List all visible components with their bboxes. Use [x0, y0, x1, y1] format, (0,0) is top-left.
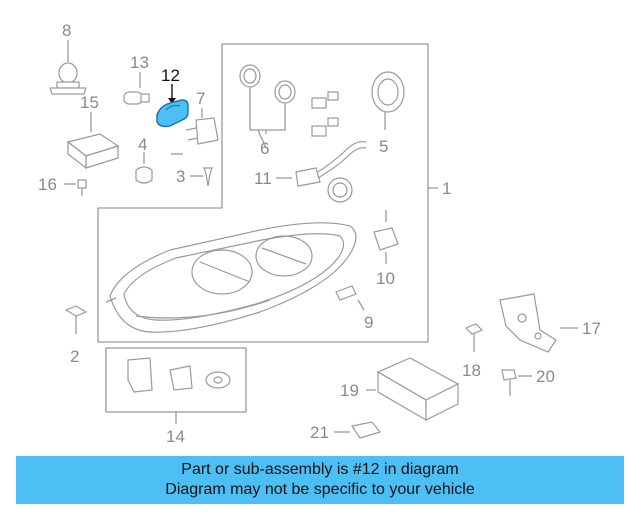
side-socket-part	[373, 227, 399, 264]
assembly-outline	[97, 43, 429, 343]
callout-3: 3	[176, 167, 185, 186]
nut-part-21	[334, 421, 382, 439]
callout-18: 18	[462, 361, 481, 380]
callout-11: 11	[254, 169, 272, 188]
socket-part	[327, 177, 353, 203]
highlighted-bulb-part[interactable]	[156, 84, 189, 128]
bulb-h7-part	[49, 40, 87, 95]
parts-diagram: 1 2 3 4 5 6 7 8 9 10 11 12 13 14 15 16 1…	[38, 21, 601, 446]
screw-part-2	[64, 305, 88, 334]
callout-7: 7	[196, 89, 205, 108]
bolt-part-20	[501, 369, 532, 396]
callout-2: 2	[70, 347, 79, 366]
callout-8: 8	[62, 21, 71, 40]
bulb-socket-part	[185, 108, 219, 145]
cap-plug-part	[135, 152, 153, 184]
callout-13: 13	[130, 53, 149, 72]
clip-part-9	[335, 285, 365, 311]
banner-line-part-number: Part or sub-assembly is #12 in diagram	[181, 461, 459, 478]
retaining-rings-part	[239, 64, 296, 134]
callout-16: 16	[38, 175, 57, 194]
callout-12: 12	[161, 66, 180, 85]
callout-4: 4	[138, 135, 147, 154]
small-bulb-part	[123, 72, 150, 105]
control-unit-part	[366, 357, 460, 422]
callout-10: 10	[376, 269, 395, 288]
control-module-part	[66, 112, 120, 170]
bracket-kit-contents	[127, 357, 231, 424]
callout-9: 9	[364, 313, 373, 332]
callout-6: 6	[260, 139, 269, 158]
callout-5: 5	[379, 137, 388, 156]
callout-17: 17	[582, 319, 601, 338]
info-banner: Part or sub-assembly is #12 in diagram D…	[16, 456, 624, 504]
cover-cap-part	[371, 71, 405, 130]
callout-15: 15	[80, 93, 99, 112]
bolt-part-16	[64, 179, 87, 196]
connectors-part	[311, 91, 339, 137]
screw-part-18	[464, 323, 484, 352]
screw-part-3	[190, 167, 213, 187]
callout-20: 20	[536, 367, 555, 386]
callout-1: 1	[442, 179, 451, 198]
mount-bracket-part	[499, 293, 578, 353]
headlamp-assembly	[105, 222, 357, 333]
banner-line-disclaimer: Diagram may not be specific to your vehi…	[165, 481, 475, 498]
wiring-harness-part	[276, 141, 367, 187]
callout-19: 19	[340, 381, 359, 400]
callout-21: 21	[310, 423, 329, 442]
callout-14: 14	[166, 427, 185, 446]
